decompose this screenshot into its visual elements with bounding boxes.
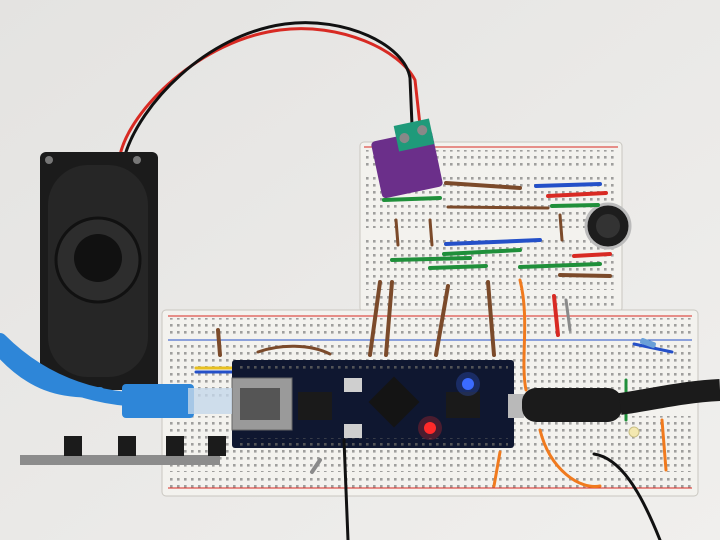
microcontroller-board [232, 360, 514, 448]
upper-wires [382, 181, 612, 278]
microphone-icon [584, 202, 632, 250]
ethernet-plug-icon [122, 384, 232, 418]
resistor [640, 338, 656, 348]
amplifier-module [371, 118, 443, 199]
jumper-wires [194, 278, 674, 488]
probe-wires [342, 438, 662, 540]
speaker-icon [40, 152, 158, 390]
ethernet-jack [231, 377, 293, 431]
led-indicator [628, 426, 640, 438]
usb-c-plug-icon [508, 379, 720, 422]
speaker-wire [118, 21, 422, 157]
button-rail [20, 436, 226, 465]
